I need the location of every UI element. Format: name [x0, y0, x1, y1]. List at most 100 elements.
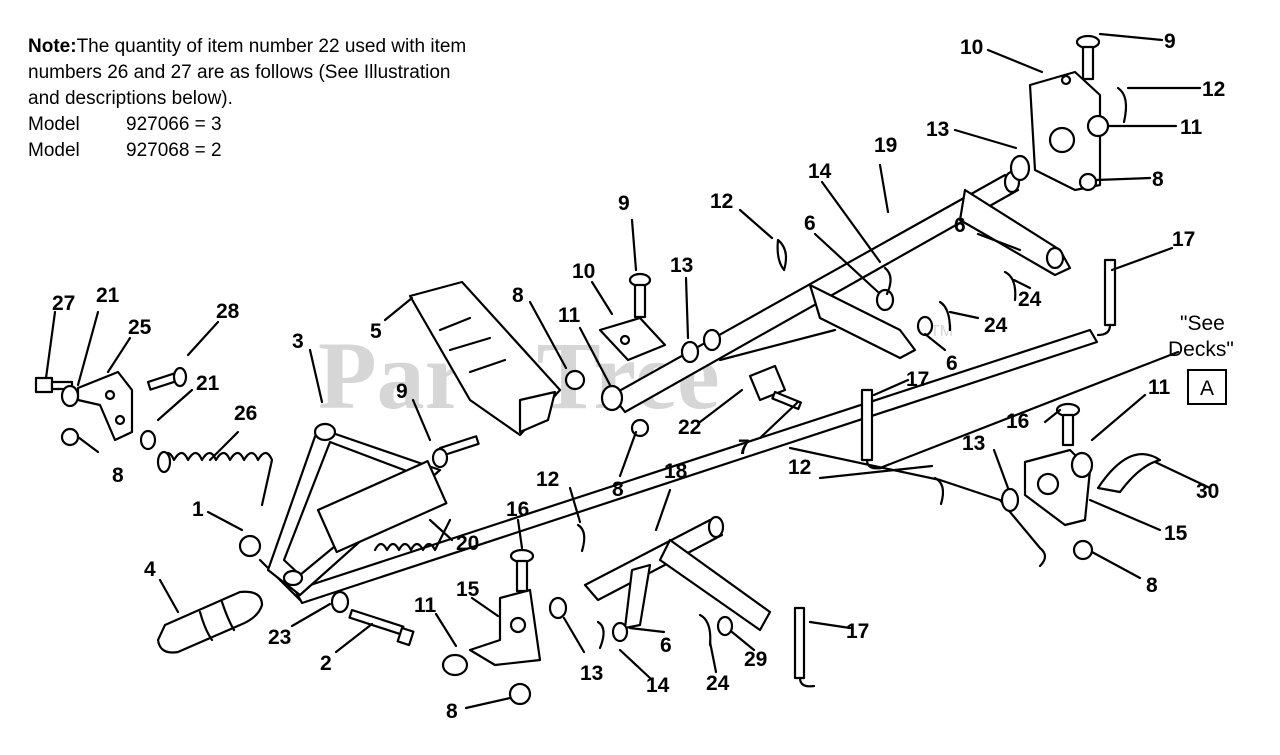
plate-10-mid	[598, 316, 667, 362]
clip-14-lower	[596, 620, 605, 650]
see-decks-line2: Decks"	[1168, 338, 1234, 361]
rod-17-lower	[793, 606, 816, 688]
see-decks-box-letter: A	[1200, 377, 1214, 400]
bracket-15-lower	[468, 588, 542, 667]
callout: 14	[808, 160, 832, 183]
callout: 24	[1018, 288, 1042, 311]
callout-labels: 27 21 25 28 21 8 26 3 5 9 8 10 9 11 13 1…	[52, 30, 1225, 723]
note-line: numbers 26 and 27 are as follows (See Il…	[28, 62, 451, 83]
pin-22	[718, 328, 837, 362]
callout: 6	[660, 634, 672, 657]
callout: 13	[962, 432, 985, 455]
model-value: 927066 = 3	[126, 114, 222, 135]
callout: 19	[874, 134, 897, 157]
callout: 8	[1152, 168, 1164, 191]
callout: 9	[396, 380, 408, 403]
hairpin-12-mid	[576, 523, 586, 553]
nut-8-lower-right	[1072, 539, 1094, 561]
callout: 6	[946, 352, 958, 375]
spring-20	[373, 518, 452, 552]
callout: 12	[710, 190, 733, 213]
bolt-2	[348, 608, 415, 647]
washer-29	[716, 615, 734, 637]
model-label: Model	[28, 140, 80, 161]
leader-lines	[44, 32, 1212, 710]
bolt-9-right	[1075, 34, 1101, 81]
bushing-11-lower	[441, 653, 469, 677]
callout: 15	[1164, 522, 1188, 545]
callout: 6	[954, 214, 966, 237]
cross-shaft-18	[583, 515, 772, 632]
callout: 21	[96, 284, 120, 307]
callout: 3	[292, 330, 304, 353]
washer-6-lower	[611, 621, 629, 643]
callout: 8	[112, 464, 124, 487]
callout: 20	[456, 532, 479, 555]
callout: 15	[456, 578, 480, 601]
model-value: 927068 = 2	[126, 140, 222, 161]
callout: 7	[738, 436, 750, 459]
see-decks-reference: "See Decks" A	[1168, 312, 1234, 405]
model-row: Model 927068 = 2	[28, 138, 588, 164]
washer-6	[916, 315, 934, 337]
callout: 30	[1196, 480, 1219, 503]
callout: 25	[128, 316, 152, 339]
bracket-left	[76, 370, 134, 442]
bolt-9-mid	[431, 435, 480, 469]
lift-arm-upper	[958, 188, 1072, 277]
bolt-16-right	[1055, 402, 1081, 447]
hairpin-24-a	[1003, 270, 1017, 302]
model-row: Model 927066 = 3	[28, 112, 588, 138]
callout: 11	[558, 304, 581, 327]
callout: 17	[846, 620, 869, 643]
callout: 8	[612, 478, 624, 501]
washer-23	[330, 590, 350, 614]
washer-21a	[60, 384, 80, 408]
bracket-10-right	[1028, 70, 1102, 192]
washer-13-lower-right	[1000, 487, 1020, 513]
nut-1	[238, 534, 262, 558]
washer-13-lower	[548, 596, 568, 620]
note-block: Note:The quantity of item number 22 used…	[28, 34, 588, 164]
callout: 8	[1146, 574, 1158, 597]
callout: 1	[192, 498, 204, 521]
note-line: The quantity of item number 22 used with…	[76, 36, 467, 57]
clip-14	[883, 266, 892, 296]
callout: 22	[678, 416, 701, 439]
washer-13-right	[1009, 154, 1031, 182]
bushing-11-right	[1086, 114, 1110, 138]
callout: 21	[196, 372, 220, 395]
washer-13-mid	[680, 340, 700, 364]
callout: 13	[670, 254, 693, 277]
callout: 24	[706, 672, 730, 695]
pedal-bracket	[408, 280, 562, 437]
bolt-9-top-mid	[628, 272, 652, 319]
callout: 4	[144, 558, 156, 581]
lift-arm-6	[808, 283, 917, 360]
nut-8-right	[1078, 172, 1098, 192]
link-7	[748, 364, 803, 411]
callout: 5	[370, 320, 382, 343]
callout: 2	[320, 652, 332, 675]
callout: 13	[580, 662, 603, 685]
callout: 8	[446, 700, 458, 723]
hairpin-12-right	[1116, 86, 1128, 124]
callout: 11	[414, 594, 437, 617]
hairpin-24-lower	[698, 613, 712, 647]
callout: 12	[536, 468, 559, 491]
callout: 8	[512, 284, 524, 307]
washer-21b	[139, 429, 157, 451]
callout: 18	[664, 460, 688, 483]
callout: 11	[1148, 376, 1171, 399]
hairpin-12-lower	[933, 476, 945, 506]
handle-grip	[156, 590, 264, 654]
callout: 9	[1164, 30, 1176, 53]
bolt-16-lower	[509, 548, 535, 593]
callout: 12	[1202, 78, 1225, 101]
callout: 27	[52, 292, 75, 315]
callout: 28	[216, 300, 240, 323]
bushing-11-lower-right	[1070, 451, 1094, 479]
callout: 12	[788, 456, 811, 479]
